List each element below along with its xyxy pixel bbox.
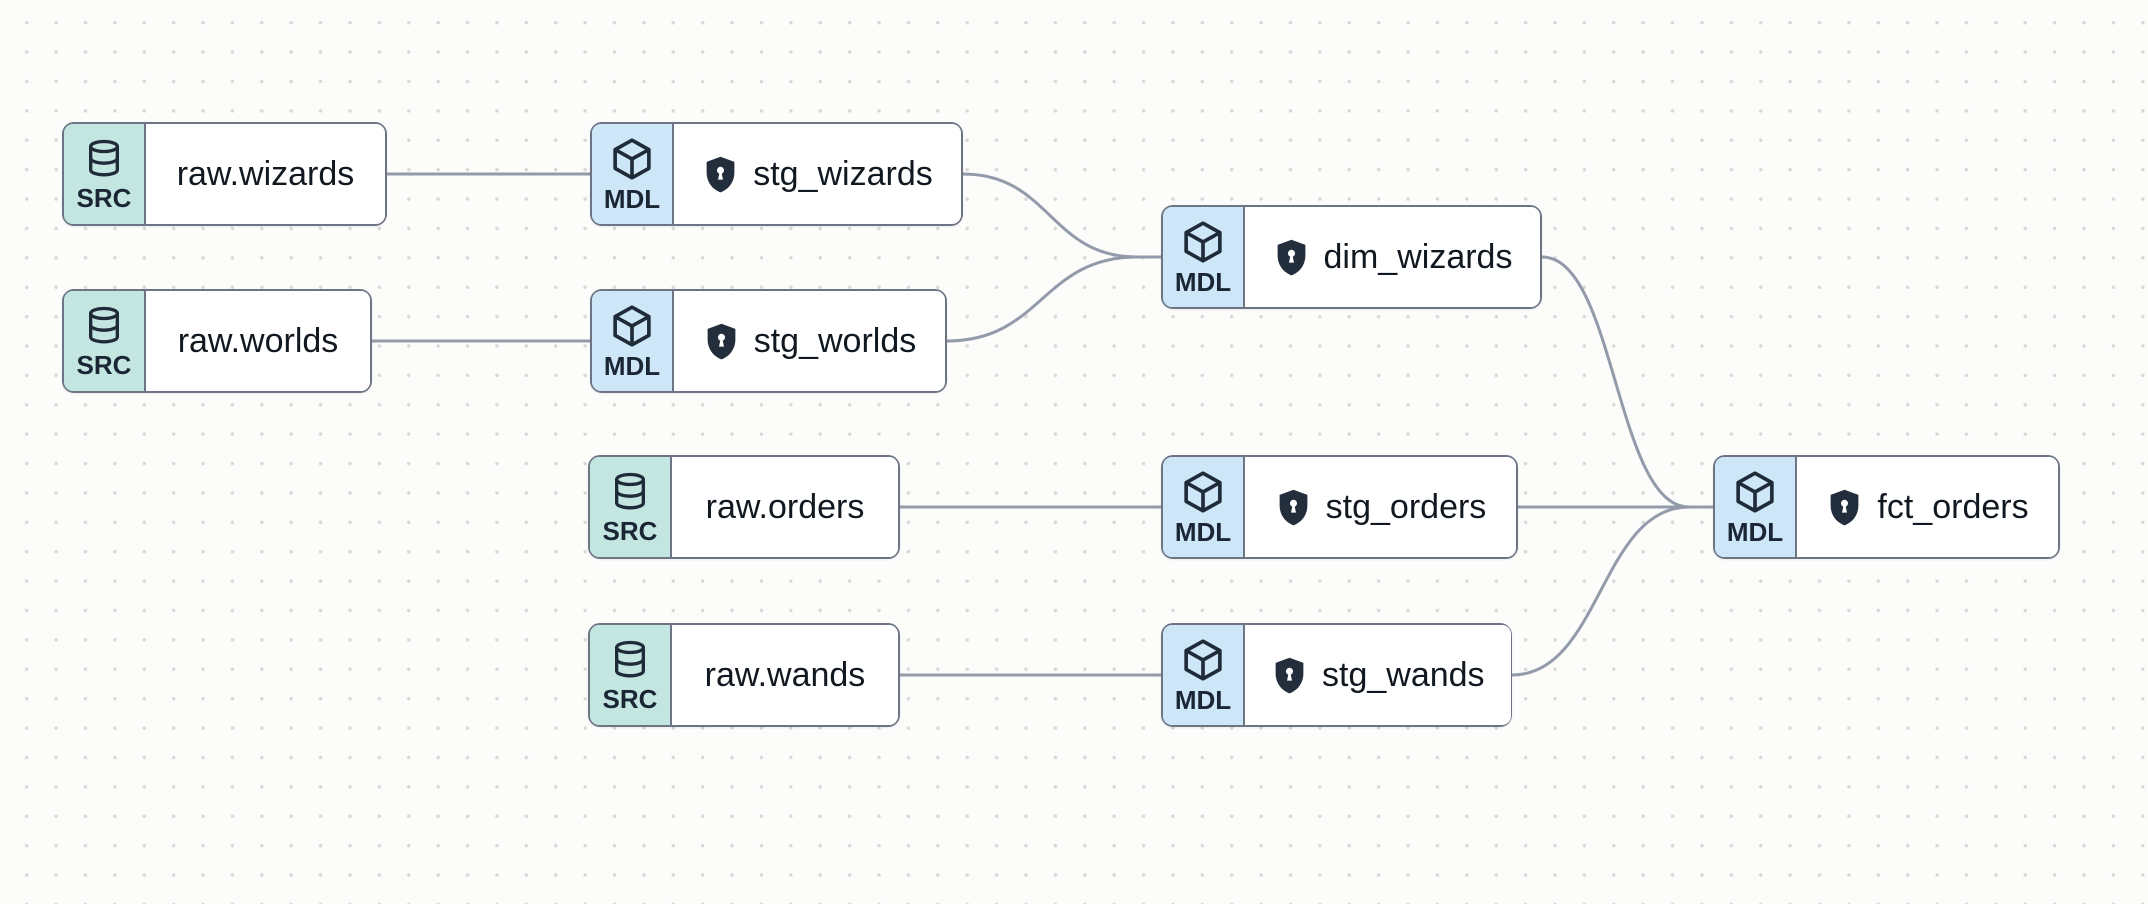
database-icon (89, 139, 120, 177)
node-stg_wands[interactable]: MDL stg_wands (1161, 623, 1512, 727)
cube-icon (1184, 639, 1222, 681)
shield-icon (707, 323, 736, 359)
node-body: fct_orders (1797, 457, 2058, 557)
node-type-badge: SRC (590, 625, 672, 725)
node-dim_wizards[interactable]: MDL dim_wizards (1161, 205, 1542, 309)
shield-icon (1279, 489, 1308, 525)
node-type-label: MDL (1174, 685, 1232, 715)
node-type-label: SRC (602, 516, 658, 546)
node-type-badge: SRC (64, 124, 146, 224)
node-type-label: SRC (76, 350, 132, 380)
node-type-badge: MDL (1163, 625, 1245, 725)
shield-icon (1831, 489, 1859, 525)
database-icon (615, 640, 645, 678)
node-type-badge: SRC (590, 457, 672, 557)
node-type-badge: MDL (1163, 457, 1245, 557)
database-icon (89, 306, 120, 344)
node-fct_orders[interactable]: MDL fct_orders (1713, 455, 2060, 559)
node-type-label: SRC (76, 183, 132, 213)
node-label: raw.orders (705, 487, 865, 526)
node-type-label: MDL (603, 351, 661, 381)
cube-icon (613, 305, 651, 347)
node-type-badge: SRC (64, 291, 146, 391)
shield-icon (1275, 657, 1304, 693)
edge-stg_worlds-dim_wizards (946, 255, 1138, 343)
node-body: stg_wands (1245, 625, 1511, 725)
node-type-badge: MDL (592, 291, 674, 391)
node-raw.worlds[interactable]: SRC raw.worlds (62, 289, 372, 393)
edge-stg_wands-fct_orders (1511, 505, 1690, 677)
node-raw.orders[interactable]: SRC raw.orders (588, 455, 900, 559)
cube-icon (1736, 471, 1774, 513)
node-label: stg_worlds (753, 321, 917, 360)
node-label: stg_wizards (753, 154, 933, 193)
node-label: raw.wands (704, 655, 866, 694)
cube-icon (1184, 471, 1222, 513)
node-body: raw.orders (672, 457, 898, 557)
node-label: fct_orders (1877, 487, 2029, 526)
node-body: raw.worlds (146, 291, 370, 391)
node-type-badge: MDL (1715, 457, 1797, 557)
node-type-label: SRC (602, 684, 658, 714)
node-body: dim_wizards (1245, 207, 1540, 307)
node-type-badge: MDL (1163, 207, 1245, 307)
shield-icon (1277, 239, 1305, 275)
cube-icon (1184, 221, 1222, 263)
node-type-label: MDL (1174, 267, 1232, 297)
node-body: raw.wizards (146, 124, 385, 224)
node-type-label: MDL (1174, 517, 1232, 547)
node-stg_orders[interactable]: MDL stg_orders (1161, 455, 1518, 559)
node-raw.wands[interactable]: SRC raw.wands (588, 623, 900, 727)
node-body: stg_worlds (674, 291, 945, 391)
edge-dim_wizards-fct_orders (1541, 255, 1690, 509)
node-type-badge: MDL (592, 124, 674, 224)
node-label: stg_wands (1322, 655, 1485, 694)
node-label: dim_wizards (1323, 237, 1513, 276)
node-body: stg_wizards (674, 124, 961, 224)
node-stg_worlds[interactable]: MDL stg_worlds (590, 289, 947, 393)
node-label: stg_orders (1325, 487, 1487, 526)
cube-icon (613, 138, 651, 180)
node-body: stg_orders (1245, 457, 1516, 557)
node-label: raw.worlds (177, 321, 339, 360)
database-icon (615, 472, 645, 510)
node-type-label: MDL (603, 184, 661, 214)
node-label: raw.wizards (176, 154, 355, 193)
node-body: raw.wands (672, 625, 898, 725)
node-raw.wizards[interactable]: SRC raw.wizards (62, 122, 387, 226)
node-type-label: MDL (1726, 517, 1784, 547)
edge-stg_wizards-dim_wizards (962, 172, 1138, 259)
shield-icon (706, 156, 735, 192)
node-stg_wizards[interactable]: MDL stg_wizards (590, 122, 963, 226)
